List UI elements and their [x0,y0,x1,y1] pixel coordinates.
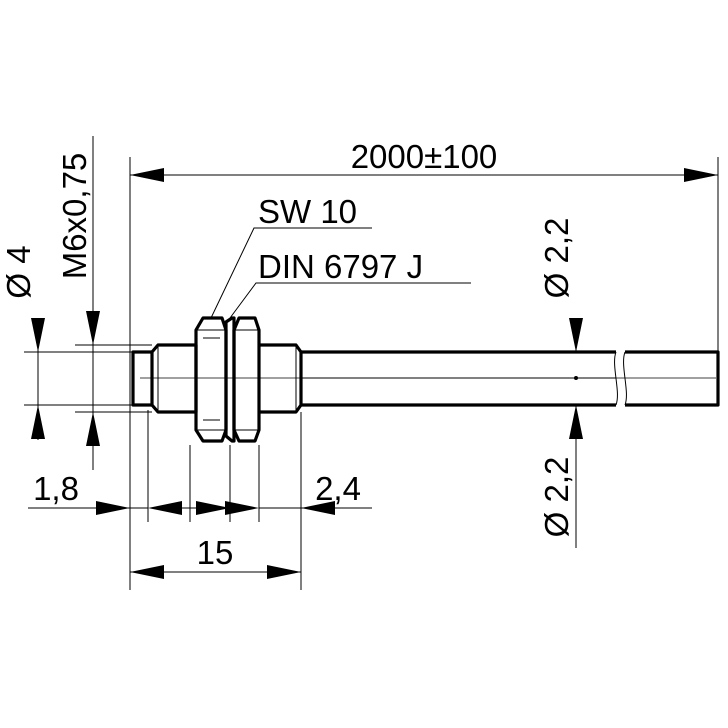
cable-break-mark [614,351,627,406]
sensor-tip [131,350,152,407]
lock-washer [224,316,236,443]
cable [301,350,616,407]
sensor-body [131,316,720,443]
extension-lines [24,157,719,590]
dimension-lines [28,136,718,579]
body-length-label: 15 [197,534,234,571]
wrench-size-label: SW 10 [258,193,357,230]
second-nut [232,316,261,443]
nut-thickness-label: 2,4 [315,470,361,507]
tip-length-label: 1,8 [33,470,79,507]
cable-diameter-bottom-label: Ø 2,2 [538,457,575,538]
cable-end [625,350,720,407]
threaded-body [150,343,198,414]
cable-length-label: 2000±100 [351,138,498,175]
dimension-labels: 2000±100 SW 10 DIN 6797 J 1,8 2,4 15 Ø 4… [0,138,575,571]
thread-label: M6x0,75 [56,153,93,280]
hex-nut [194,316,228,443]
cable-diameter-top-label: Ø 2,2 [538,218,575,299]
tip-diameter-label: Ø 4 [0,245,37,298]
thread-end [259,343,303,414]
washer-standard-label: DIN 6797 J [258,248,423,285]
